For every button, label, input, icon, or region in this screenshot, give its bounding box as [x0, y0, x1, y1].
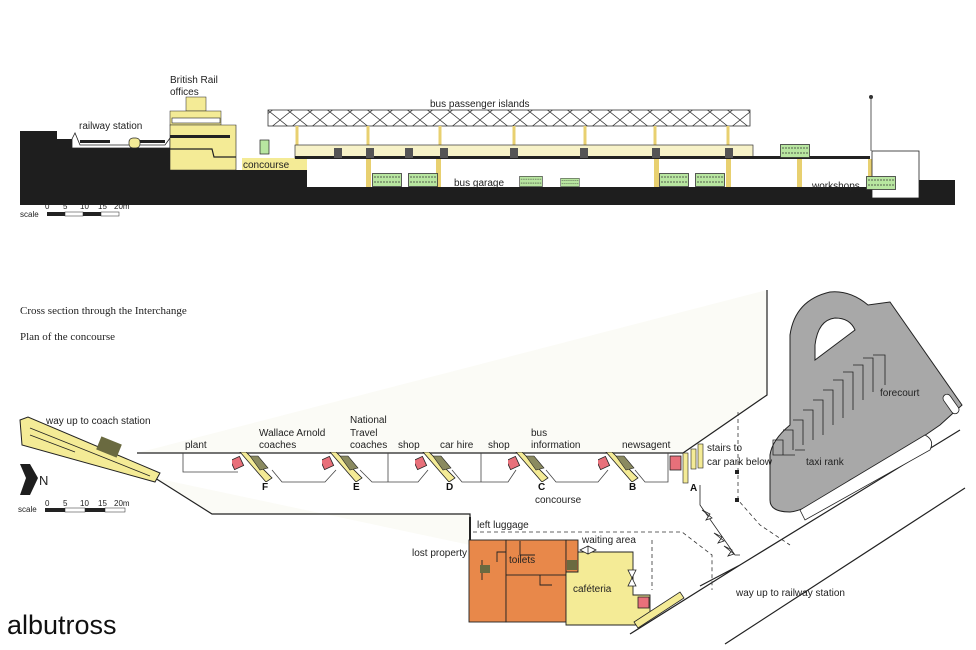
concourse-floor — [137, 290, 768, 545]
bus-icon — [259, 139, 270, 155]
forecourt-label: forecourt — [880, 388, 920, 399]
roundabout-island — [814, 317, 856, 361]
way-up-railway-label: way up to railway station — [735, 588, 845, 599]
bus-icon — [780, 144, 810, 158]
workshops-label: workshops — [811, 181, 860, 192]
plant-label: plant — [185, 440, 207, 451]
shop-label: shop — [398, 440, 420, 451]
stair-letter-c: C — [538, 482, 545, 493]
stair-letter-d: D — [446, 482, 453, 493]
stair-letter-a: A — [690, 483, 697, 494]
wallace-coaches-label: coaches — [259, 440, 296, 451]
plan-caption: Plan of the concourse — [20, 331, 115, 343]
svg-text:15: 15 — [98, 499, 107, 508]
national-coaches-label: coaches — [350, 440, 387, 451]
travel-label: Travel — [350, 428, 377, 439]
stair-letter-f: F — [262, 482, 268, 493]
bus-icon — [372, 173, 402, 187]
train-icon — [128, 137, 141, 149]
cross-section: British Rail offices railway station bus… — [20, 75, 955, 219]
stair-c[interactable] — [506, 452, 549, 482]
svg-text:20m: 20m — [114, 202, 130, 211]
bus-icon — [519, 176, 543, 187]
bus-label: bus — [531, 428, 547, 439]
svg-text:0: 0 — [45, 202, 50, 211]
north-label: N — [39, 473, 48, 488]
scale-bar-plan: scale 0 5 10 15 20m — [18, 499, 130, 514]
lost-property-label: lost property — [412, 548, 467, 559]
canopy-truss — [267, 109, 751, 127]
stair-a[interactable] — [669, 443, 704, 484]
wallace-arnold-label: Wallace Arnold — [259, 428, 325, 439]
door-icon — [579, 545, 637, 587]
offices-label: offices — [170, 87, 199, 98]
svg-text:15: 15 — [98, 202, 107, 211]
left-luggage-label: left luggage — [477, 520, 529, 531]
concourse-plan-label: concourse — [535, 495, 582, 506]
bus-passenger-islands-label: bus passenger islands — [430, 99, 530, 110]
svg-text:10: 10 — [80, 202, 89, 211]
car-hire-label: car hire — [440, 440, 474, 451]
stair-letter-b: B — [629, 482, 636, 493]
ground — [20, 131, 955, 205]
north-arrow-icon — [20, 464, 38, 495]
bus-icon — [866, 176, 896, 190]
svg-text:5: 5 — [63, 202, 68, 211]
way-up-coach-label: way up to coach station — [45, 416, 151, 427]
stairs-to-label: stairs to — [707, 443, 742, 454]
svg-text:20m: 20m — [114, 499, 130, 508]
newsagent-label: newsagent — [622, 440, 671, 451]
concourse-label: concourse — [243, 160, 290, 171]
taxi-rank-label: taxi rank — [806, 457, 845, 468]
svg-text:0: 0 — [45, 499, 50, 508]
scale-bar-top: scale 0 5 10 15 20m — [20, 202, 130, 219]
toilets-label: toilets — [509, 555, 535, 566]
bus-icon — [659, 173, 689, 187]
british-rail-offices — [169, 96, 237, 171]
railway-station-label: railway station — [79, 121, 142, 132]
car-park-below-label: car park below — [707, 457, 773, 468]
shop-label: shop — [488, 440, 510, 451]
stair-letter-e: E — [353, 482, 360, 493]
railway-station — [71, 132, 171, 149]
stair-b[interactable] — [596, 452, 639, 482]
svg-text:10: 10 — [80, 499, 89, 508]
bus-icon — [695, 173, 725, 187]
door-icon — [701, 509, 735, 557]
lost-property-room — [468, 539, 507, 623]
national-label: National — [350, 415, 387, 426]
bus-icon — [560, 178, 580, 187]
svg-text:scale: scale — [18, 505, 37, 514]
cafeteria-label: caféteria — [573, 584, 612, 595]
watermark: albutross — [7, 610, 117, 640]
stair-f[interactable] — [230, 452, 273, 482]
stair-d[interactable] — [413, 452, 456, 482]
svg-text:scale: scale — [20, 210, 39, 219]
stair-e[interactable] — [320, 452, 363, 482]
british-rail-label: British Rail — [170, 75, 218, 86]
workshops-building — [871, 150, 920, 199]
information-label: information — [531, 440, 580, 451]
bus-icon — [408, 173, 438, 187]
waiting-area-label: waiting area — [581, 535, 636, 546]
taxi-rank — [772, 354, 886, 456]
concourse-plan: N — [18, 290, 966, 645]
svg-text:5: 5 — [63, 499, 68, 508]
bus-garage-label: bus garage — [454, 178, 504, 189]
cross-section-caption: Cross section through the Interchange — [20, 305, 187, 317]
